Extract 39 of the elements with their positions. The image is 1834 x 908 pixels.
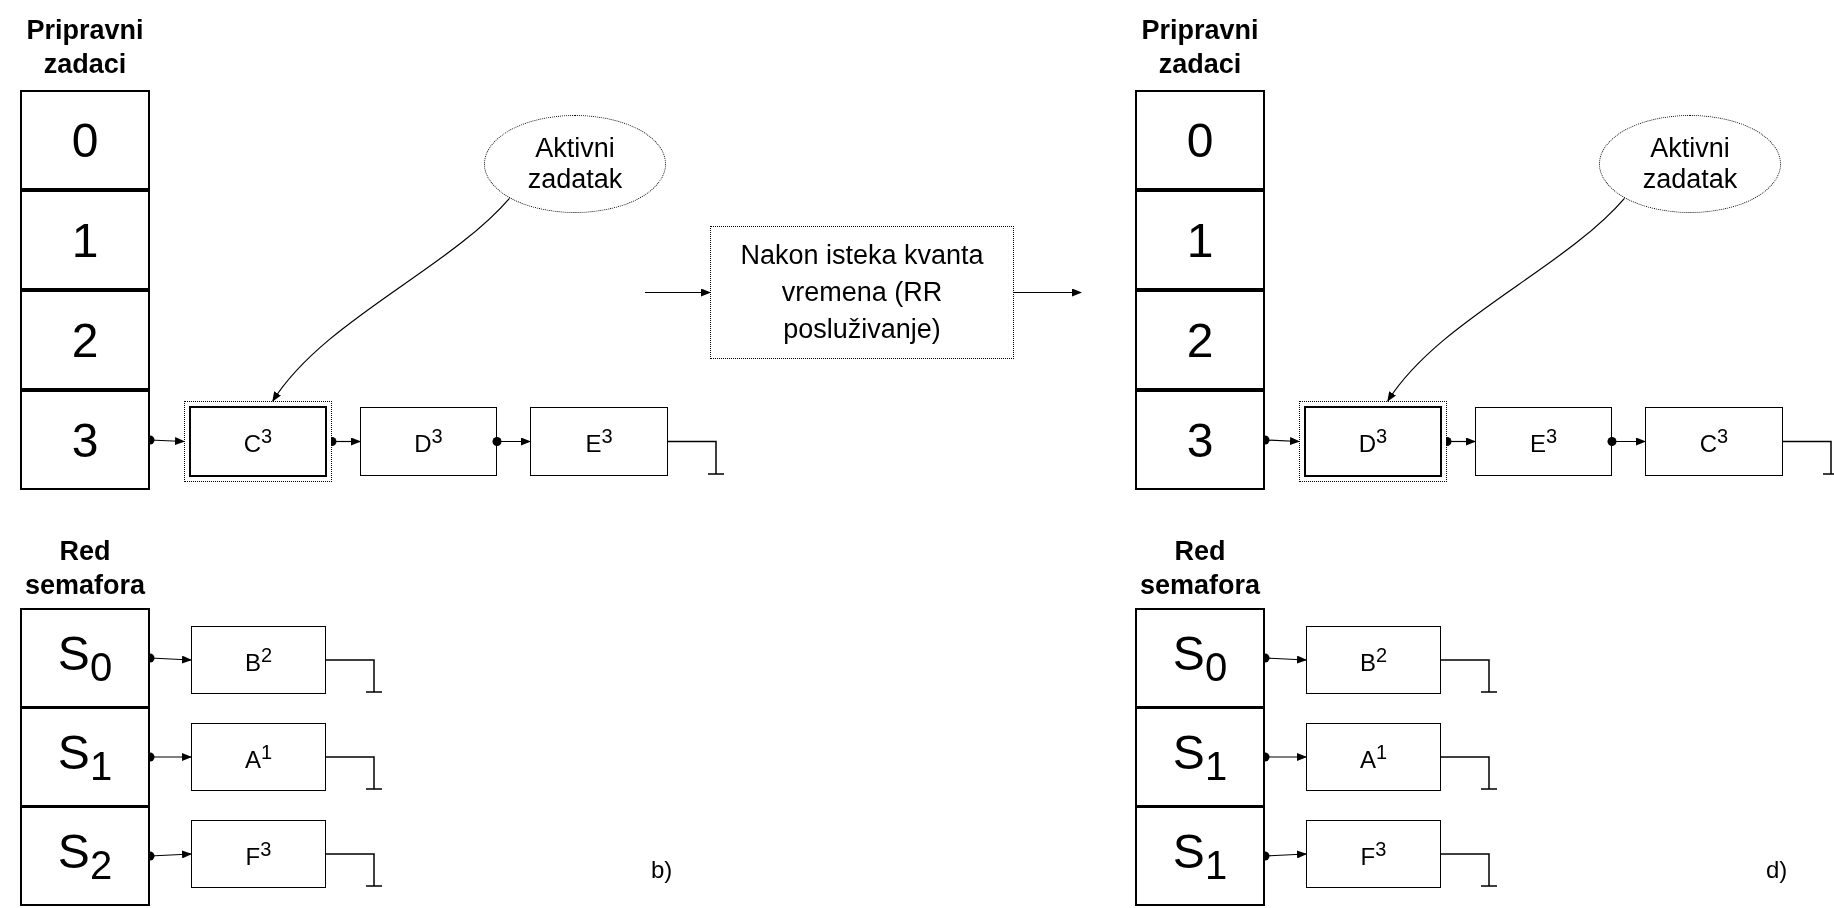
array-cell: S$_{1}$ [1135,806,1265,906]
list-node-box: E$^{3}$ [1475,407,1612,476]
list-node-box: B$^{2}$ [191,626,326,694]
list-node-box: C$^{3}$ [1645,407,1783,476]
list-node-box: F$^{3}$ [191,820,326,888]
array-cell: 3 [1135,390,1265,490]
note-box: Nakon isteka kvanta vremena (RR posluživanje) [710,226,1014,359]
heading: Red semafora [23,534,147,602]
array-cell: S$_{1}$ [20,707,150,807]
array-cell: 1 [20,190,150,290]
active-list-node: C$^{3}$ [184,401,332,482]
heading: Red semafora [1138,534,1262,602]
array-cell: 2 [1135,290,1265,390]
array-cell: 3 [20,390,150,490]
list-node-box: B$^{2}$ [1306,626,1441,694]
active-list-node: D$^{3}$ [1299,401,1447,482]
panel-label: d) [1766,856,1788,884]
panel-label: b) [651,856,673,884]
arrow [644,288,711,297]
list-node-box: A$^{1}$ [191,723,326,791]
array-cell: 2 [20,290,150,390]
heading: Pripravni zadaci [1140,14,1260,81]
list-node-box: A$^{1}$ [1306,723,1441,791]
array-cell: 0 [1135,90,1265,190]
list-node-box: F$^{3}$ [1306,820,1441,888]
list-node-box: E$^{3}$ [530,407,668,476]
heading: Pripravni zadaci [25,14,145,81]
arrow [492,437,531,446]
array-cell: S$_{0}$ [1135,608,1265,708]
array-cell: 0 [20,90,150,190]
arrow [1607,437,1646,446]
arrow [1387,197,1626,402]
list-node-box: D$^{3}$ [360,407,497,476]
array-cell: S$_{1}$ [1135,707,1265,807]
array-cell: S$_{2}$ [20,806,150,906]
array-cell: S$_{0}$ [20,608,150,708]
array-cell: 1 [1135,190,1265,290]
arrow [272,197,511,402]
arrow [1013,288,1082,297]
